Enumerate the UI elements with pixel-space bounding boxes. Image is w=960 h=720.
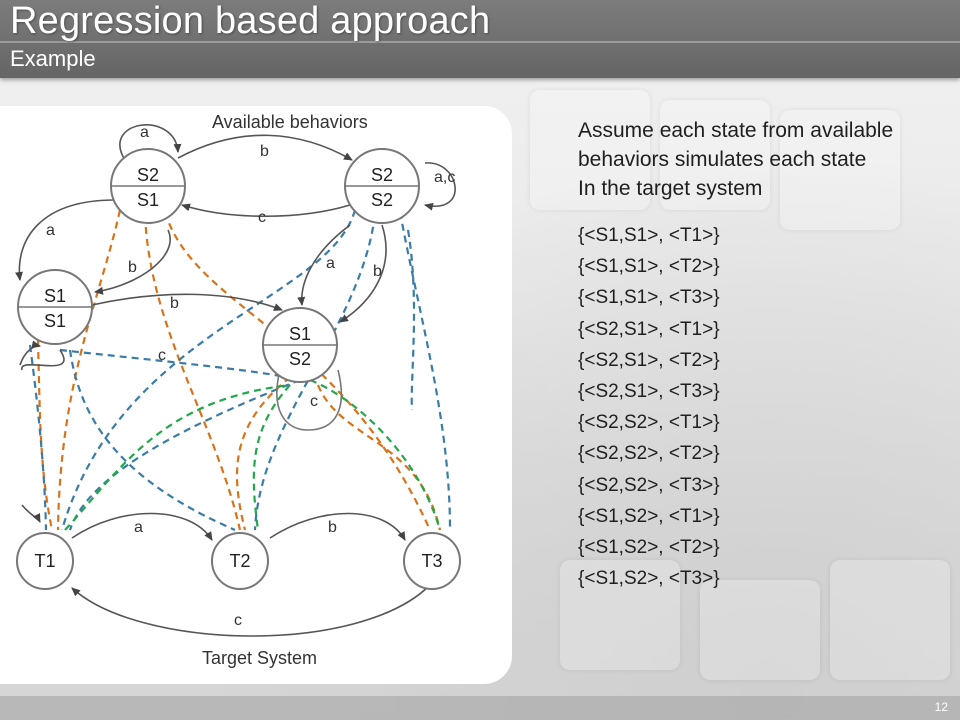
simulation-pair: {<S1,S2>, <T3>} <box>578 568 720 590</box>
green-mapping-lines <box>64 378 442 531</box>
svg-text:a: a <box>46 222 55 239</box>
simulation-pair: {<S2,S1>, <T1>} <box>578 318 720 340</box>
background-tile <box>560 560 680 670</box>
slide-title: Regression based approach <box>10 0 491 42</box>
title-bar: Regression based approach Example <box>0 0 960 78</box>
target-state-t3: T3 <box>403 532 461 590</box>
background-tile <box>530 90 650 210</box>
svg-text:a: a <box>140 124 149 141</box>
simulation-pair: {<S2,S1>, <T2>} <box>578 349 720 371</box>
title-separator <box>0 41 960 43</box>
diagram-panel: S2 S1 S2 S2 S1 S1 S1 S2 T1 T2 <box>0 106 512 684</box>
svg-text:T2: T2 <box>229 551 250 571</box>
svg-text:b: b <box>260 143 269 160</box>
target-state-t2: T2 <box>211 532 269 590</box>
assumption-text: Assume each state from available behavio… <box>578 116 948 203</box>
svg-text:a,c: a,c <box>434 169 455 186</box>
svg-text:S1: S1 <box>137 190 159 210</box>
svg-text:c: c <box>234 612 242 629</box>
svg-text:S1: S1 <box>289 324 311 344</box>
background-tile <box>660 100 770 210</box>
target-system-caption: Target System <box>202 648 318 668</box>
background-tile <box>830 560 950 680</box>
svg-text:b: b <box>128 259 137 276</box>
simulation-pair: {<S1,S2>, <T1>} <box>578 505 720 527</box>
svg-text:c: c <box>158 347 166 364</box>
simulation-pair: {<S1,S1>, <T1>} <box>578 225 720 246</box>
svg-text:S2: S2 <box>371 165 393 185</box>
background-tile <box>780 110 900 230</box>
state-s2-s1: S2 S1 <box>110 148 186 224</box>
simulation-pair: {<S2,S2>, <T3>} <box>578 474 720 496</box>
footer-bar <box>0 696 960 720</box>
state-s1-s2: S1 S2 <box>262 307 343 431</box>
edge-labels: a b a,c c a b a b b c c a b c <box>46 124 455 629</box>
available-behaviors-caption: Available behaviors <box>212 112 368 132</box>
simulation-pairs-list: {<S1,S1>, <T1>} {<S1,S1>, <T2>} {<S1,S1>… <box>578 220 720 594</box>
svg-text:c: c <box>258 209 266 226</box>
slide-subtitle: Example <box>10 46 96 71</box>
simulation-pair: {<S1,S1>, <T3>} <box>578 287 720 309</box>
svg-text:b: b <box>170 295 179 312</box>
behavior-diagram: S2 S1 S2 S2 S1 S1 S1 S2 T1 T2 <box>15 124 461 637</box>
svg-text:a: a <box>134 519 143 536</box>
svg-text:S2: S2 <box>371 190 393 210</box>
svg-text:S2: S2 <box>289 349 311 369</box>
simulation-pair: {<S1,S1>, <T2>} <box>578 256 720 278</box>
page-number: 12 <box>934 700 948 714</box>
simulation-pair: {<S2,S2>, <T1>} <box>578 412 720 434</box>
background-tile <box>700 580 820 680</box>
simulation-pair: {<S2,S2>, <T2>} <box>578 443 720 465</box>
blue-mapping-lines <box>28 209 452 532</box>
svg-text:b: b <box>373 263 382 280</box>
state-s1-s1: S1 S1 <box>17 269 93 345</box>
svg-text:b: b <box>328 519 337 536</box>
assumption-line: Assume each state from available <box>578 119 894 142</box>
svg-text:S1: S1 <box>44 311 66 331</box>
svg-text:S2: S2 <box>137 165 159 185</box>
target-state-t1: T1 <box>16 532 74 590</box>
svg-text:c: c <box>310 393 318 410</box>
svg-text:T1: T1 <box>34 551 55 571</box>
svg-text:a: a <box>326 255 335 272</box>
simulation-pair: {<S2,S1>, <T3>} <box>578 380 720 402</box>
assumption-line: In the target system <box>578 177 763 200</box>
svg-text:S1: S1 <box>44 286 66 306</box>
simulation-pair: {<S1,S2>, <T2>} <box>578 536 720 558</box>
state-s2-s2: S2 S2 <box>344 148 420 224</box>
svg-text:T3: T3 <box>421 551 442 571</box>
assumption-line: behaviors simulates each state <box>578 148 867 171</box>
transition-edges <box>15 124 456 637</box>
